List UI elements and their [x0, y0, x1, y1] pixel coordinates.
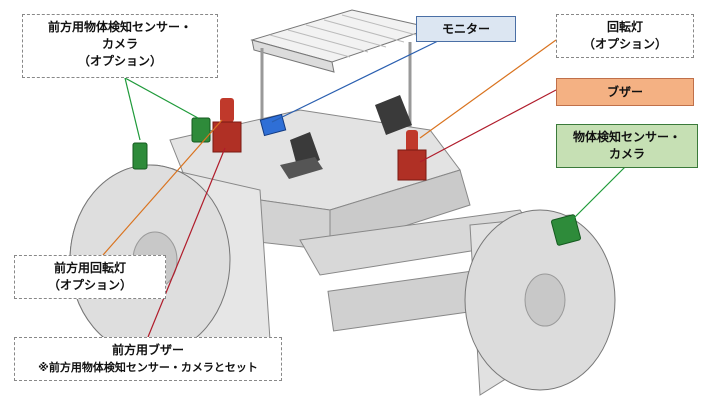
label-line: モニター: [441, 22, 490, 36]
label-line: 前方用ブザー: [111, 343, 184, 357]
label-monitor: モニター: [416, 16, 516, 42]
label-line: 物体検知センサー・: [572, 130, 681, 144]
label-line: カメラ: [101, 37, 138, 51]
label-line: （オプション）: [47, 278, 132, 292]
label-line: （オプション）: [582, 37, 667, 51]
label-front-sensor-camera: 前方用物体検知センサー・ カメラ （オプション）: [22, 14, 218, 78]
label-beacon: 回転灯 （オプション）: [556, 14, 694, 58]
label-front-buzzer: 前方用ブザー ※前方用物体検知センサー・カメラとセット: [14, 337, 282, 381]
label-line: 前方用物体検知センサー・: [47, 20, 192, 34]
front-beacon: [212, 98, 242, 153]
label-sensor-camera: 物体検知センサー・ カメラ: [556, 124, 698, 168]
front-sensor-camera-left: [132, 142, 148, 170]
label-line: （オプション）: [77, 54, 162, 68]
label-front-beacon: 前方用回転灯 （オプション）: [14, 255, 166, 299]
canopy: [250, 9, 434, 140]
beacon: [397, 130, 427, 181]
label-line: ※前方用物体検知センサー・カメラとセット: [38, 361, 258, 374]
label-buzzer: ブザー: [556, 78, 694, 106]
monitor: [259, 113, 287, 137]
label-line: 回転灯: [606, 20, 643, 34]
rear-drum: [464, 209, 616, 396]
label-line: 前方用回転灯: [53, 261, 126, 275]
front-sensor-camera-right: [191, 117, 211, 143]
sensor-camera: [550, 214, 582, 246]
leader-lines: [102, 39, 628, 338]
label-line: ブザー: [606, 85, 643, 99]
label-line: カメラ: [608, 147, 645, 161]
